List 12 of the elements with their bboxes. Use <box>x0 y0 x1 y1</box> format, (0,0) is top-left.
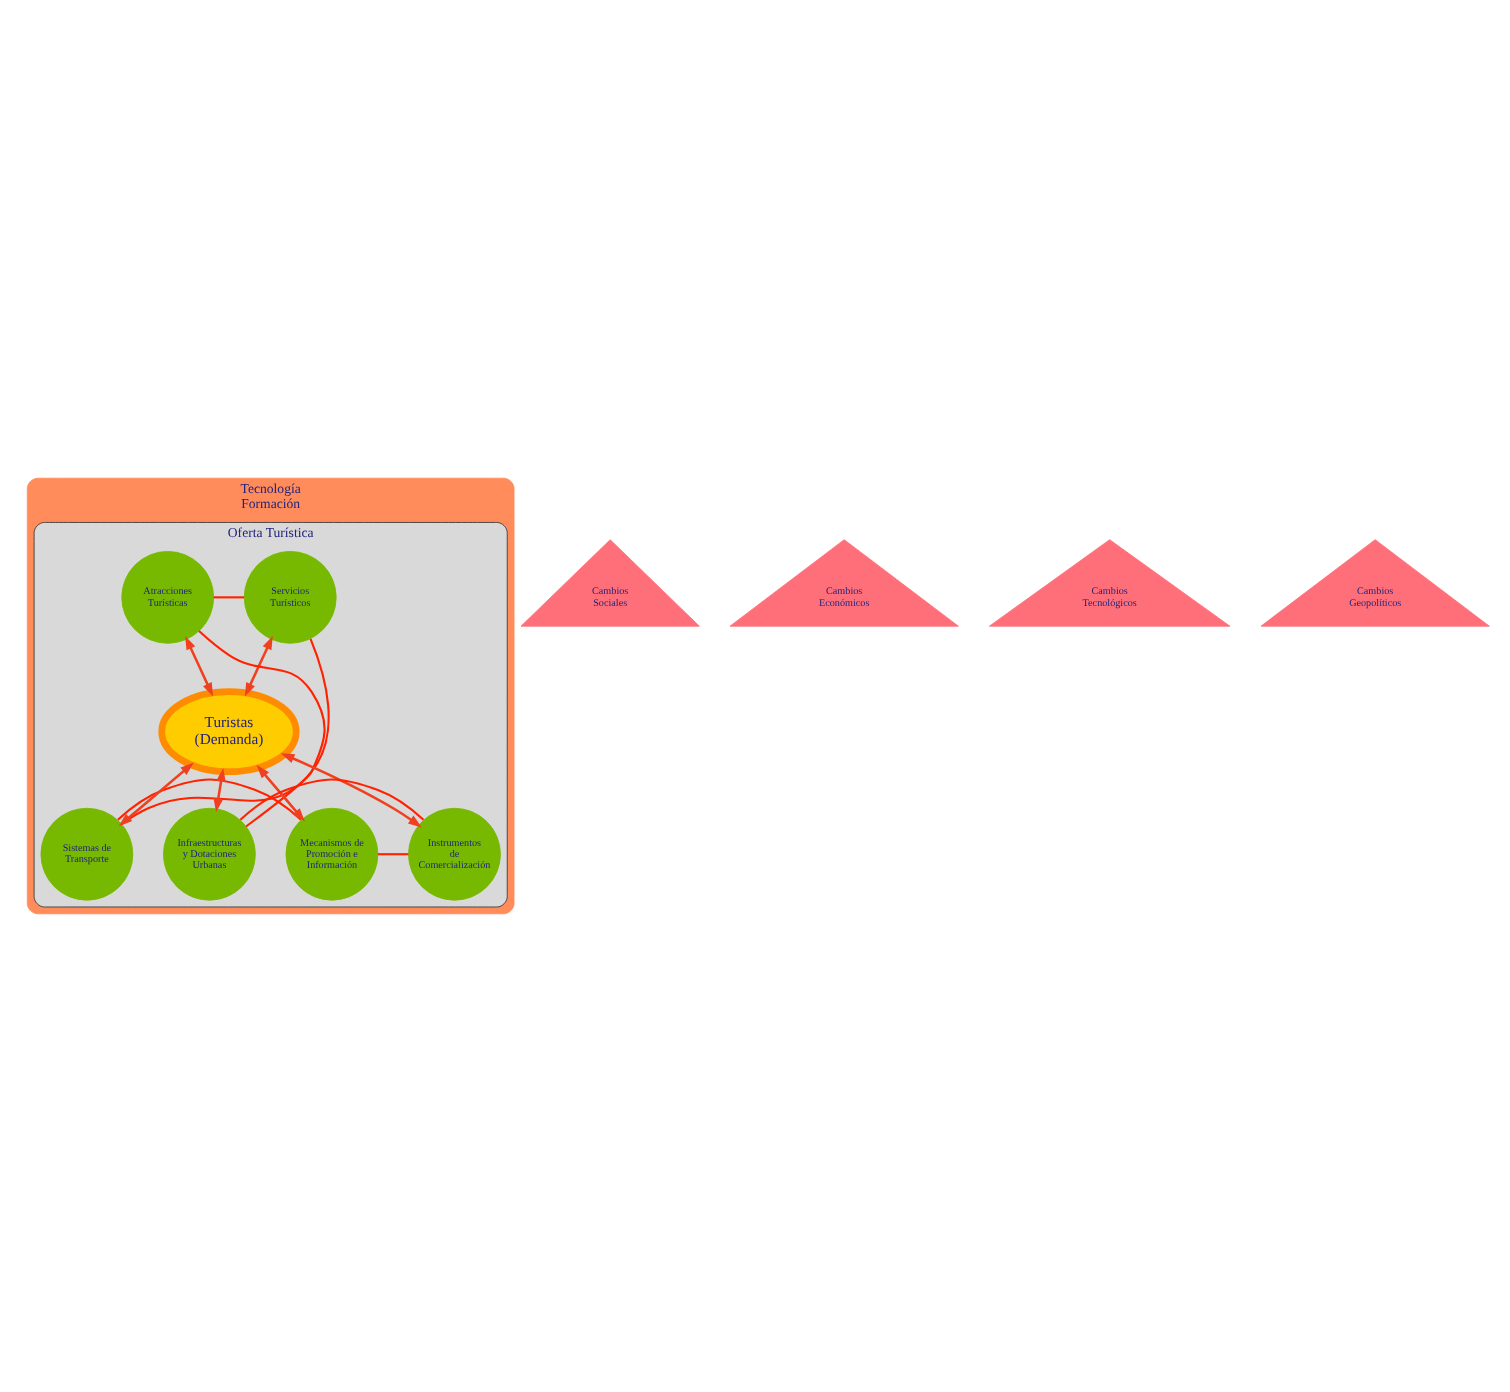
arrow <box>213 767 226 813</box>
connector <box>198 630 326 828</box>
connector <box>377 853 409 856</box>
connector <box>213 596 245 599</box>
connector <box>239 778 425 821</box>
arrow <box>185 635 214 697</box>
arrow <box>256 764 305 822</box>
arrow <box>280 753 422 828</box>
connector <box>120 638 330 825</box>
arrow <box>118 762 194 827</box>
connector <box>117 778 302 821</box>
arrow <box>244 635 273 697</box>
